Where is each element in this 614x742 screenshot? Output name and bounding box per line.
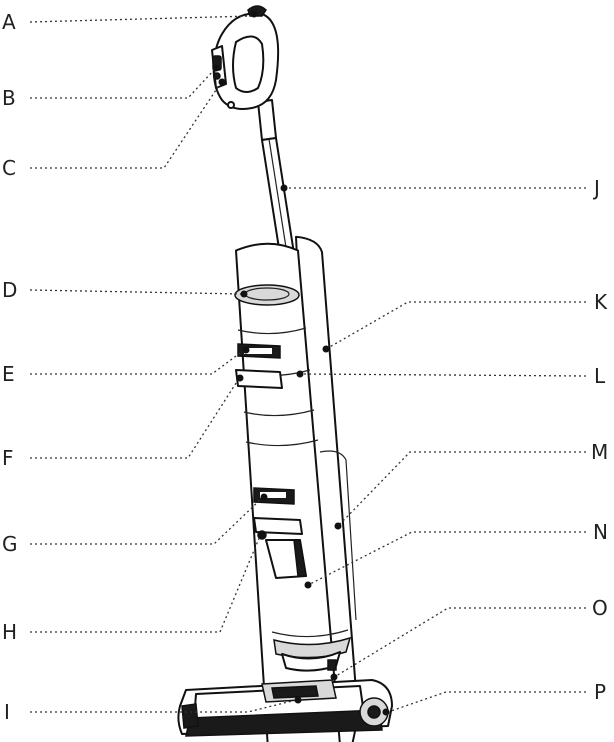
vacuum-illustration: [177, 5, 393, 742]
label-i: I: [4, 700, 10, 724]
label-f: F: [2, 446, 14, 470]
roller-brush: [185, 709, 383, 737]
handle-opening: [232, 35, 265, 93]
label-j: J: [592, 176, 600, 200]
label-l: L: [594, 364, 606, 388]
label-c: C: [2, 156, 16, 180]
label-m: M: [591, 440, 608, 464]
label-a: A: [2, 10, 16, 34]
label-o: O: [592, 596, 608, 620]
label-p: P: [594, 680, 606, 704]
label-h: H: [2, 620, 17, 644]
label-e: E: [2, 362, 15, 386]
dirty-tank-handle: [253, 517, 303, 535]
label-k: K: [594, 290, 608, 314]
label-b: B: [2, 86, 16, 110]
labels: A B C D E F G H I J K L M N O P: [2, 10, 608, 724]
label-d: D: [2, 278, 17, 302]
tank-release-button: [235, 369, 283, 389]
rear-panel: [295, 235, 359, 742]
label-g: G: [2, 532, 18, 556]
leader-lines: [29, 10, 587, 716]
label-n: N: [593, 520, 608, 544]
